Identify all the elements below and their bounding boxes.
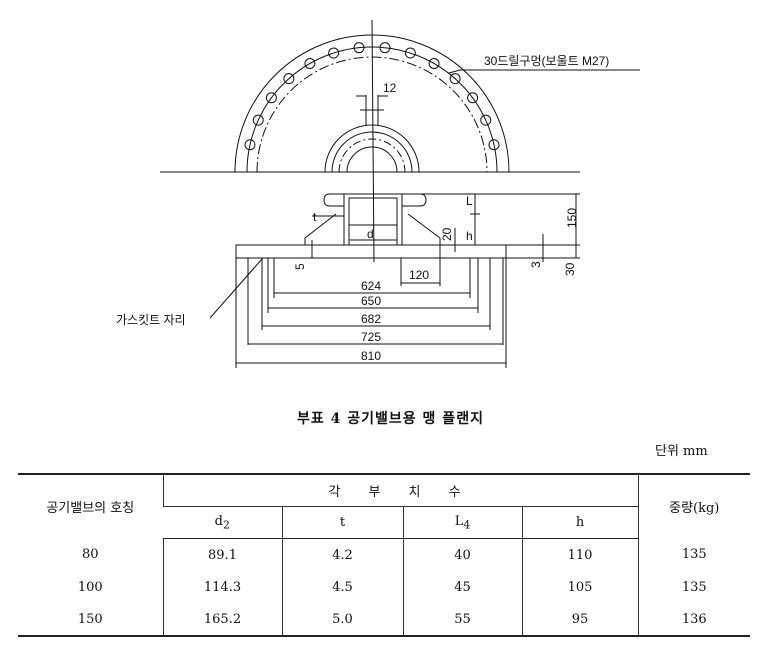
bolt-hole: [265, 92, 277, 104]
bolt-hole: [480, 114, 492, 126]
col-d2: d2: [163, 506, 282, 539]
bolt-hole: [252, 114, 264, 126]
t-label: t: [313, 210, 317, 224]
blind-flange-drawing: 12 30드릴구멍(보울트 M27) t d L h 20 150 5: [116, 19, 640, 368]
col-nominal: 공기밸브의 호칭: [18, 473, 163, 539]
dim-30: 30: [563, 262, 577, 276]
dim-810: 810: [361, 349, 381, 363]
dim-120: 120: [409, 268, 429, 282]
dim-3: 3: [529, 261, 543, 268]
dim-725: 725: [361, 330, 381, 344]
section-view: t d L h 20 150 5 3 30 120 624 650 682 72…: [116, 193, 580, 368]
dim-682: 682: [361, 312, 381, 326]
plan-view: 12 30드릴구멍(보울트 M27): [160, 19, 640, 263]
col-L4: L4: [402, 506, 522, 539]
col-weight: 중량(kg): [637, 473, 750, 539]
dim-20: 20: [440, 227, 454, 241]
table-title: 부표 4 공기밸브용 맹 플랜지: [297, 411, 484, 427]
bolt-hole: [379, 42, 391, 54]
bolt-hole: [488, 139, 500, 151]
h-label: h: [466, 229, 473, 243]
bolt-hole: [404, 47, 416, 59]
bolt-hole: [449, 73, 461, 85]
bolt-hole: [304, 57, 316, 69]
dim-650: 650: [361, 294, 381, 308]
slot-width-label: 12: [383, 81, 397, 95]
d-label: d: [367, 227, 374, 241]
bolt-holes: [244, 42, 500, 151]
col-group-dimensions: 각 부 치 수: [162, 473, 638, 507]
gasket-seat-label: 가스킷트 자리: [116, 313, 186, 327]
bolt-hole: [244, 139, 256, 151]
dim-624: 624: [361, 279, 381, 293]
unit-label: 단위 mm: [655, 444, 708, 459]
L-label: L: [466, 194, 473, 208]
col-t: t: [281, 506, 403, 539]
col-h: h: [521, 506, 638, 539]
bolt-hole-label: 30드릴구멍(보울트 M27): [484, 54, 609, 68]
bolt-hole: [467, 92, 479, 104]
bolt-hole: [353, 42, 365, 54]
dim-5: 5: [293, 263, 307, 270]
dim-150: 150: [565, 208, 579, 228]
bolt-hole: [328, 47, 340, 59]
bolt-hole: [428, 57, 440, 69]
bolt-hole: [283, 73, 295, 85]
